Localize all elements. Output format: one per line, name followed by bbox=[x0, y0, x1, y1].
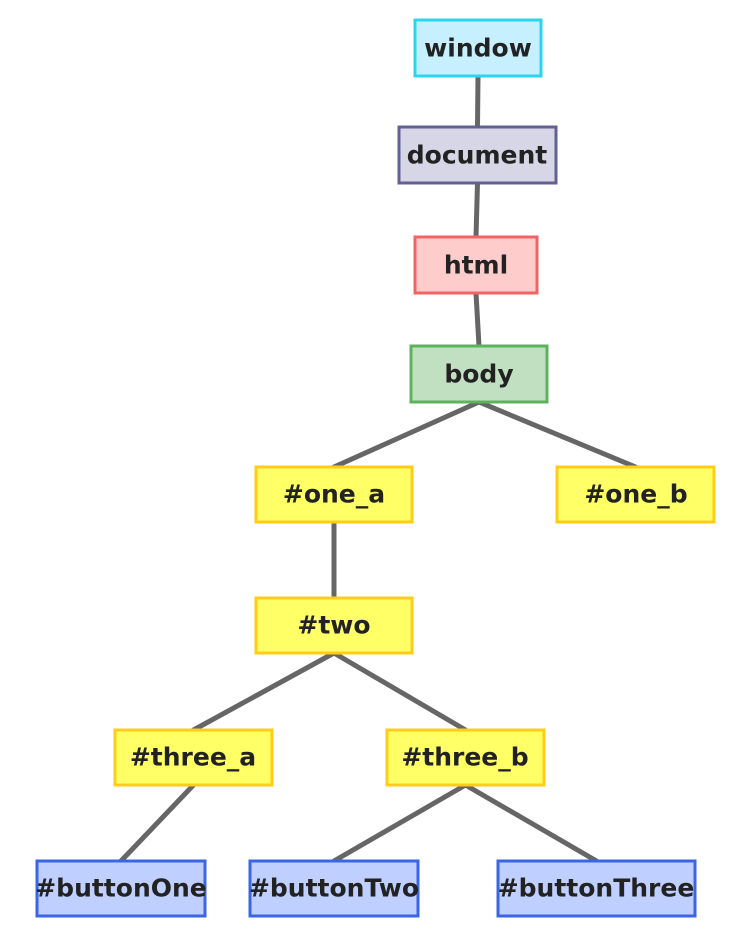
edge-document-html bbox=[473, 180, 480, 240]
node-body: body bbox=[409, 344, 549, 404]
node-one-a: #one_a bbox=[254, 465, 414, 524]
node-window-box bbox=[413, 18, 543, 78]
node-body-box bbox=[409, 344, 549, 404]
node-two-box bbox=[254, 596, 414, 655]
node-three-b-box bbox=[385, 728, 546, 787]
node-three-b-label: #three_b bbox=[401, 743, 528, 772]
node-two: #two bbox=[254, 596, 414, 655]
node-html: html bbox=[413, 235, 539, 295]
node-document: document bbox=[397, 125, 558, 185]
node-window-label: window bbox=[424, 34, 532, 63]
edge-three_b-buttonThree bbox=[463, 782, 599, 864]
node-document-label: document bbox=[407, 141, 547, 170]
edge-body-one_a bbox=[331, 399, 482, 470]
node-three-a: #three_a bbox=[113, 728, 274, 787]
node-button-two-box bbox=[248, 859, 420, 918]
node-button-three-box bbox=[496, 859, 697, 918]
node-button-one-label: #buttonOne bbox=[35, 874, 207, 903]
node-button-one: #buttonOne bbox=[35, 859, 207, 918]
node-two-label: #two bbox=[297, 611, 370, 640]
node-body-label: body bbox=[444, 360, 513, 389]
node-button-two: #buttonTwo bbox=[248, 859, 420, 918]
edge-three_a-buttonOne bbox=[118, 782, 196, 864]
node-three-a-box bbox=[113, 728, 274, 787]
node-one-b-box bbox=[555, 465, 716, 524]
edges-layer bbox=[118, 73, 638, 864]
node-one-a-label: #one_a bbox=[283, 480, 385, 509]
node-one-b: #one_b bbox=[555, 465, 716, 524]
node-three-b: #three_b bbox=[385, 728, 546, 787]
node-button-three: #buttonThree bbox=[496, 859, 697, 918]
node-button-three-label: #buttonThree bbox=[498, 874, 695, 903]
node-button-two-label: #buttonTwo bbox=[249, 874, 419, 903]
node-button-one-box bbox=[35, 859, 207, 918]
node-three-a-label: #three_a bbox=[130, 743, 256, 772]
node-html-box bbox=[413, 235, 539, 295]
node-document-box bbox=[397, 125, 558, 185]
edge-three_b-buttonTwo bbox=[331, 782, 468, 864]
edge-two-three_b bbox=[331, 650, 468, 733]
edge-two-three_a bbox=[191, 650, 337, 733]
edge-body-one_b bbox=[476, 399, 638, 470]
node-html-label: html bbox=[444, 251, 508, 280]
node-one-b-label: #one_b bbox=[584, 480, 687, 509]
edge-window-document bbox=[475, 73, 481, 130]
node-one-a-box bbox=[254, 465, 414, 524]
node-window: window bbox=[413, 18, 543, 78]
edge-html-body bbox=[473, 290, 482, 349]
